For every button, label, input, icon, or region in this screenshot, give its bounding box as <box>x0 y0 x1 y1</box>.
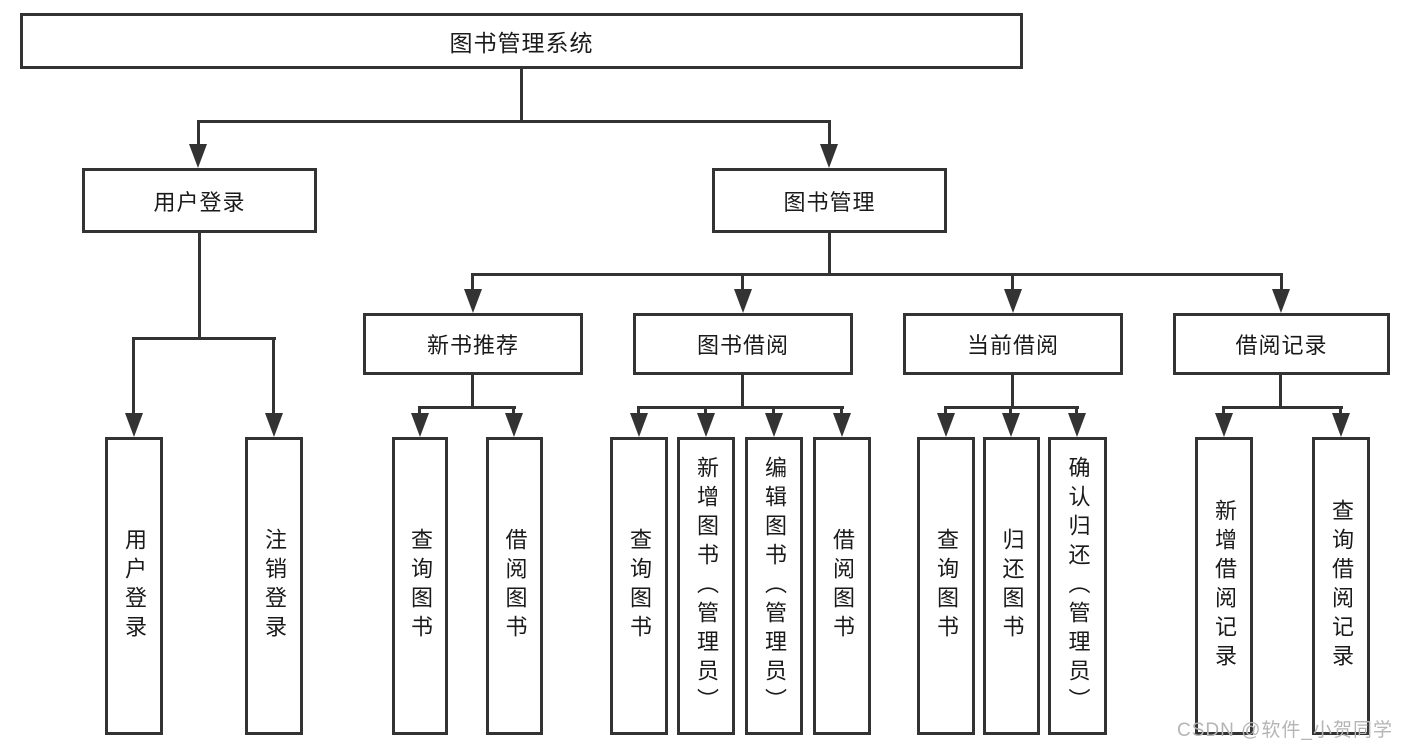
leaf-confirm-return-admin: 确认归还（管理员） <box>1048 437 1107 735</box>
leaf-add-book-admin-label: 新增图书（管理员） <box>694 455 719 717</box>
leaf-query-books-recommend: 查询图书 <box>392 437 448 735</box>
node-user-login-label: 用户登录 <box>153 189 246 215</box>
connector-drop-current-borrowing <box>1011 273 1014 293</box>
connector-borrowing-records-rail <box>1222 406 1343 409</box>
arrow-into-bb-borrow <box>833 413 851 437</box>
arrow-into-new-book <box>464 289 482 313</box>
connector-current-borrowing-stem <box>1011 375 1014 409</box>
leaf-return-book: 归还图书 <box>983 437 1040 735</box>
node-book-borrowing: 图书借阅 <box>633 313 853 375</box>
connector-root-rail <box>197 120 831 123</box>
connector-drop-new-book <box>471 273 474 293</box>
connector-drop-bb-add <box>704 406 707 416</box>
leaf-query-books-current: 查询图书 <box>917 437 975 735</box>
arrow-into-bb-edit <box>765 413 783 437</box>
connector-new-book-rail <box>418 406 516 409</box>
connector-root-stem <box>520 69 523 123</box>
connector-drop-leaf-logout <box>272 337 275 417</box>
leaf-borrow-books-borrowing-label: 借阅图书 <box>830 528 855 644</box>
arrow-into-nb-borrow <box>505 413 523 437</box>
connector-book-borrowing-rail <box>637 406 844 409</box>
connector-book-management-stem <box>828 233 831 276</box>
connector-drop-borrowing-records <box>1280 273 1283 293</box>
leaf-query-books-current-label: 查询图书 <box>934 528 959 644</box>
arrow-into-current-borrowing <box>1004 289 1022 313</box>
connector-book-management-rail <box>471 273 1283 276</box>
connector-drop-br-add <box>1222 406 1225 416</box>
arrow-into-book-borrowing <box>734 289 752 313</box>
connector-drop-cb-query <box>944 406 947 416</box>
connector-drop-book-management <box>828 120 831 148</box>
arrow-into-cb-return <box>1002 413 1020 437</box>
leaf-user-login-label: 用户登录 <box>122 528 147 644</box>
arrow-into-bb-add <box>697 413 715 437</box>
leaf-confirm-return-admin-label: 确认归还（管理员） <box>1065 455 1091 717</box>
connector-drop-book-borrowing <box>741 273 744 293</box>
connector-user-login-stem <box>198 233 201 340</box>
connector-drop-leaf-user-login <box>132 337 135 417</box>
leaf-add-book-admin: 新增图书（管理员） <box>677 437 735 735</box>
leaf-borrow-books-borrowing: 借阅图书 <box>813 437 871 735</box>
leaf-borrow-books-recommend: 借阅图书 <box>486 437 543 735</box>
leaf-logout-label: 注销登录 <box>262 528 287 644</box>
leaf-user-login: 用户登录 <box>105 437 163 735</box>
connector-drop-bb-query <box>637 406 640 416</box>
connector-drop-cb-return <box>1009 406 1012 416</box>
connector-drop-bb-edit <box>772 406 775 416</box>
node-book-management: 图书管理 <box>712 168 947 233</box>
leaf-logout: 注销登录 <box>245 437 303 735</box>
connector-book-borrowing-stem <box>741 375 744 409</box>
connector-user-login-rail <box>132 337 276 340</box>
leaf-edit-book-admin: 编辑图书（管理员） <box>745 437 803 735</box>
connector-drop-nb-borrow <box>512 406 515 416</box>
node-borrowing-records-label: 借阅记录 <box>1235 333 1328 358</box>
node-book-management-label: 图书管理 <box>783 189 876 215</box>
leaf-borrow-books-recommend-label: 借阅图书 <box>502 528 528 644</box>
node-current-borrowing-label: 当前借阅 <box>966 333 1059 358</box>
leaf-query-borrow-record: 查询借阅记录 <box>1312 437 1370 735</box>
node-book-borrowing-label: 图书借阅 <box>696 333 789 358</box>
arrow-into-cb-query <box>937 413 955 437</box>
connector-drop-br-query <box>1339 406 1342 416</box>
arrow-into-user-login <box>189 144 207 168</box>
arrow-into-cb-confirm <box>1068 413 1086 437</box>
csdn-watermark: CSDN @软件_小贺同学 <box>1177 720 1393 741</box>
leaf-query-books-borrowing-label: 查询图书 <box>627 528 652 644</box>
arrow-into-br-add <box>1215 413 1233 437</box>
leaf-query-books-borrowing: 查询图书 <box>610 437 668 735</box>
leaf-add-borrow-record: 新增借阅记录 <box>1195 437 1253 735</box>
leaf-return-book-label: 归还图书 <box>999 528 1025 644</box>
node-current-borrowing: 当前借阅 <box>903 313 1123 375</box>
node-root-label: 图书管理系统 <box>449 30 594 56</box>
arrow-into-nb-query <box>411 413 429 437</box>
arrow-into-leaf-logout <box>265 413 283 437</box>
arrow-into-borrowing-records <box>1272 289 1290 313</box>
node-new-book-recommendation: 新书推荐 <box>363 313 583 375</box>
connector-new-book-stem <box>471 375 474 409</box>
connector-drop-user-login <box>197 120 200 148</box>
arrow-into-book-management <box>820 144 838 168</box>
node-borrowing-records: 借阅记录 <box>1173 313 1390 375</box>
arrow-into-br-query <box>1332 413 1350 437</box>
arrow-into-leaf-user-login <box>125 413 143 437</box>
arrow-into-bb-query <box>630 413 648 437</box>
connector-drop-nb-query <box>418 406 421 416</box>
leaf-add-borrow-record-label: 新增借阅记录 <box>1212 499 1237 673</box>
connector-drop-bb-borrow <box>840 406 843 416</box>
connector-borrowing-records-stem <box>1279 375 1282 409</box>
node-root-library-management-system: 图书管理系统 <box>20 13 1023 69</box>
leaf-query-books-recommend-label: 查询图书 <box>408 528 433 644</box>
node-new-book-recommendation-label: 新书推荐 <box>426 333 519 358</box>
connector-drop-cb-confirm <box>1075 406 1078 416</box>
node-user-login: 用户登录 <box>82 168 317 233</box>
leaf-edit-book-admin-label: 编辑图书（管理员） <box>762 455 787 717</box>
leaf-query-borrow-record-label: 查询借阅记录 <box>1329 499 1354 673</box>
